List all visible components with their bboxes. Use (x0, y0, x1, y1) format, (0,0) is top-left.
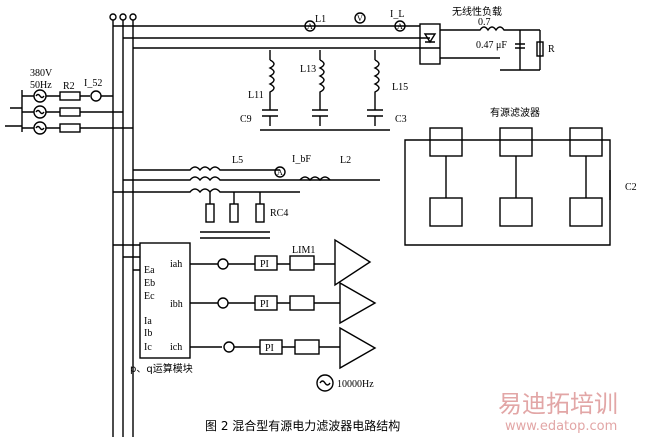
passive-filter: L11 L13 L15 C9 C3 (240, 50, 408, 131)
l5-label: L5 (232, 155, 243, 166)
c2-label: C2 (625, 182, 637, 193)
il-label: I_L (390, 9, 404, 20)
rc4-label: RC4 (270, 208, 288, 219)
r-label: R (548, 44, 555, 55)
lim1-label: LIM1 (292, 245, 315, 256)
bus-lines (112, 20, 440, 437)
l1-label: L1 (315, 14, 326, 25)
ibh-label: ibh (170, 299, 183, 310)
three-phase-source: 380V 50Hz R2 I_52 (5, 68, 133, 135)
nonlinear-load: 无线性负载 0.7 0.47 μF R (419, 5, 555, 71)
active-filter: 有源滤波器 C2 (404, 106, 637, 246)
active-filter-label: 有源滤波器 (490, 106, 540, 119)
coupling-branch: A L5 I_bF L2 RC4 (113, 154, 380, 239)
l13-label: L13 (300, 64, 316, 75)
terminals (109, 13, 137, 21)
ic-label: Ic (144, 342, 152, 353)
ec-label: Ec (144, 291, 155, 302)
pi-label-a: PI (260, 259, 269, 270)
c9-label: C9 (240, 114, 252, 125)
pi-label-b: PI (260, 299, 269, 310)
oscillator-label: 10000Hz (337, 379, 374, 390)
pi-label-c: PI (265, 343, 274, 354)
ibf-label: I_bF (292, 154, 311, 165)
ib-label: Ib (144, 328, 152, 339)
source-voltage: 380V (30, 68, 53, 79)
pq-module-label: p、q运算模块 (130, 362, 193, 375)
ich-label: ich (170, 342, 182, 353)
eb-label: Eb (144, 278, 155, 289)
r2-label: R2 (63, 81, 75, 92)
watermark-url: www.edatop.com (505, 419, 617, 434)
pq-module: Ea Eb Ec Ia Ib Ic iah ibh ich p、q运算模块 (130, 242, 193, 375)
svg-text:A: A (277, 168, 283, 177)
svg-text:A: A (397, 22, 403, 31)
ammeters: A V A L1 I_L (304, 9, 406, 32)
watermark-title: 易迪拓培训 (498, 390, 618, 418)
ia-label: Ia (144, 316, 152, 327)
capacitance-value: 0.47 μF (476, 40, 507, 51)
control-chain: PI PI PI LIM1 10000Hz (190, 238, 377, 392)
ea-label: Ea (144, 265, 155, 276)
svg-text:A: A (307, 22, 313, 31)
l2-label: L2 (340, 155, 351, 166)
i52-label: I_52 (84, 78, 102, 89)
l15-label: L15 (392, 82, 408, 93)
iah-label: iah (170, 259, 182, 270)
svg-text:V: V (357, 14, 363, 23)
source-frequency: 50Hz (30, 80, 52, 91)
c3-label: C3 (395, 114, 407, 125)
nonlinear-load-label: 无线性负载 (452, 5, 502, 18)
l11-label: L11 (248, 90, 264, 101)
inductance-value: 0.7 (478, 17, 491, 28)
figure-caption: 图 2 混合型有源电力滤波器电路结构 (205, 418, 400, 433)
